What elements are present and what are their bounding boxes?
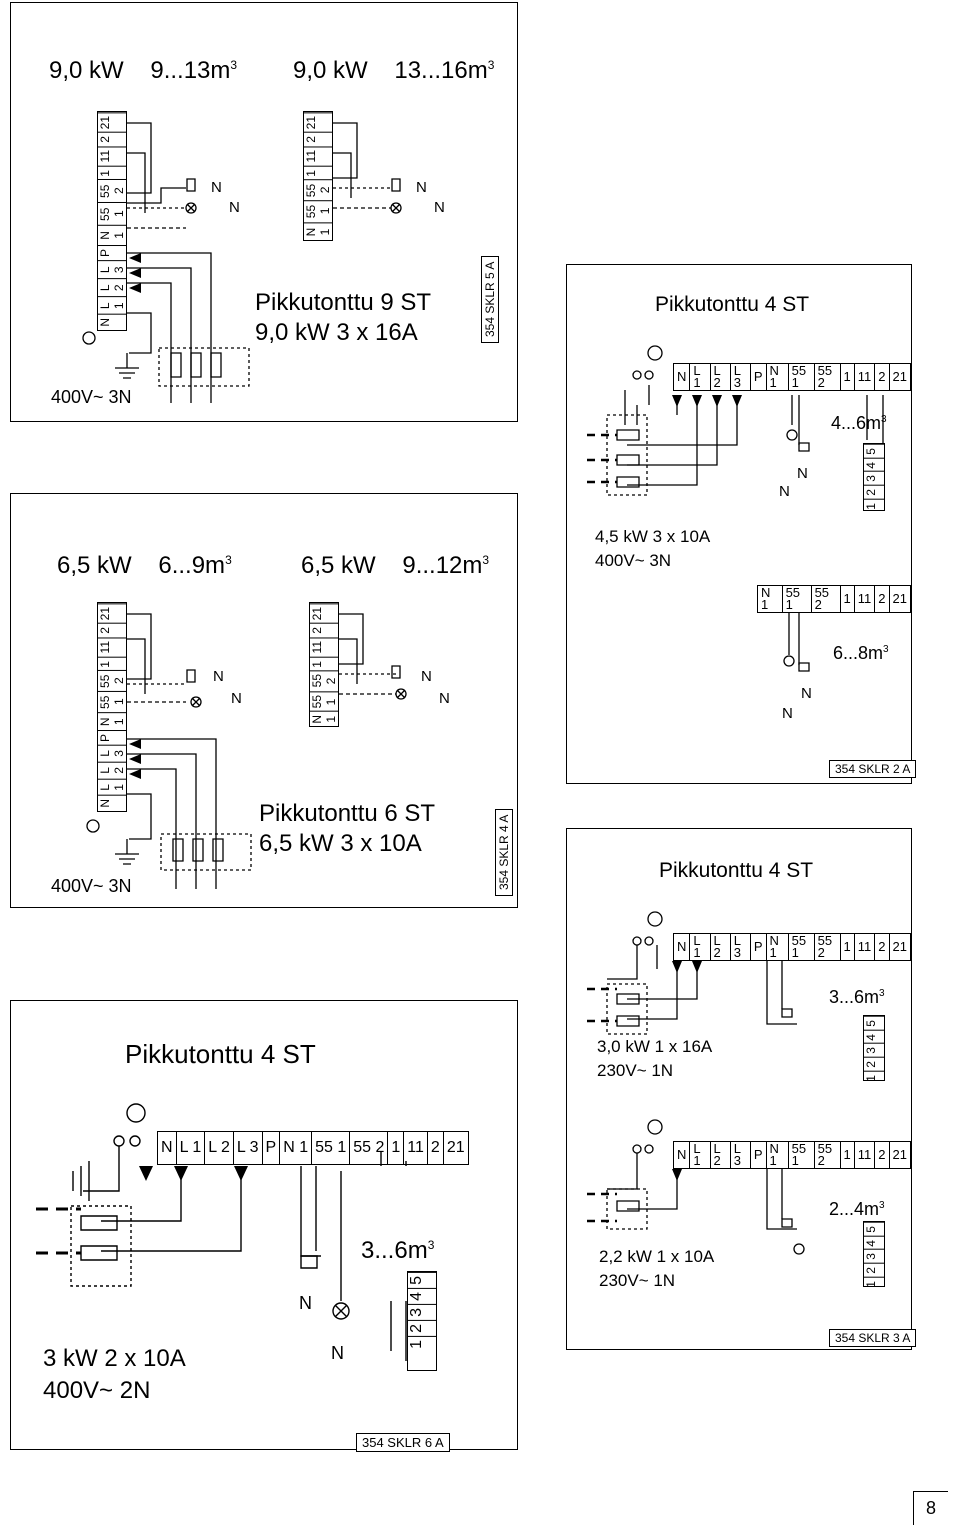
terminal-strip: N L 1 L 2 L 3 P N 1 55 1 55 2 1 11 2 21 bbox=[673, 363, 911, 391]
model-name: Pikkutonttu 4 ST bbox=[655, 293, 810, 316]
rating: 9,0 kW 3 x 16A bbox=[255, 319, 418, 346]
diagram-code: 354 SKLR 5 A bbox=[481, 255, 499, 343]
model-name: Pikkutonttu 4 ST bbox=[125, 1039, 316, 1069]
neutral-label: N bbox=[229, 199, 240, 216]
neutral-label: N bbox=[434, 199, 445, 216]
neutral-label: N bbox=[439, 690, 450, 707]
rating: 2,2 kW 1 x 10A bbox=[599, 1247, 715, 1266]
terminal-strip: N L 1 L 2 L 3 P N 1 55 1 55 2 1 11 2 21 bbox=[157, 1131, 469, 1165]
neutral-label: N bbox=[331, 1343, 344, 1363]
terminal-strip: N L 1 L 2 L 3 P N 1 55 1 55 2 1 11 2 21 bbox=[673, 933, 911, 961]
wiring-4st-b bbox=[567, 265, 913, 785]
supply-voltage: 230V~ 1N bbox=[599, 1271, 676, 1290]
panel-6-5kw: 6,5 kW 6...9m3 6,5 kW 9...12m3 21 2 11 1… bbox=[10, 493, 518, 908]
rating: 4,5 kW 3 x 10A bbox=[595, 527, 711, 546]
neutral-label: N bbox=[779, 483, 790, 500]
volume-3-6: 3...6m3 bbox=[829, 987, 885, 1007]
title-right: 9,0 kW 13...16m3 bbox=[293, 57, 495, 84]
supply-voltage: 400V~ 3N bbox=[595, 551, 672, 570]
supply-voltage: 230V~ 1N bbox=[597, 1061, 674, 1080]
model-name: Pikkutonttu 9 ST bbox=[255, 289, 432, 316]
diagram-code: 354 SKLR 4 A bbox=[495, 808, 513, 896]
page-number: 8 bbox=[912, 1491, 948, 1525]
neutral-label: N bbox=[421, 668, 432, 685]
volume-3-6: 3...6m3 bbox=[361, 1237, 435, 1264]
rating: 6,5 kW 3 x 10A bbox=[259, 830, 422, 857]
neutral-label: N bbox=[299, 1293, 312, 1313]
title-left: 9,0 kW 9...13m3 bbox=[49, 57, 238, 84]
panel-4st-4-5kw: Pikkutonttu 4 ST N L 1 L 2 L 3 P N 1 55 … bbox=[566, 264, 917, 785]
supply-voltage: 400V~ 3N bbox=[51, 876, 132, 896]
panel-9kw: 9,0 kW 9...13m3 9,0 kW 13...16m3 21 2 11… bbox=[10, 2, 518, 422]
terminal-strip-left: 21 2 11 1 55 2 55 1 N 1 P L 3 L 2 L 1 N bbox=[97, 602, 127, 812]
terminal-strip-right: 21 2 11 1 55 2 55 1 N 1 bbox=[303, 111, 333, 241]
wiring-6-5kw bbox=[11, 494, 519, 909]
supply-voltage: 400V~ 3N bbox=[51, 387, 132, 407]
neutral-label: N bbox=[231, 690, 242, 707]
model-name: Pikkutonttu 4 ST bbox=[659, 859, 814, 882]
neutral-label: N bbox=[213, 668, 224, 685]
neutral-label: N bbox=[416, 179, 427, 196]
neutral-label: N bbox=[797, 465, 808, 482]
wiring-9kw bbox=[11, 3, 519, 423]
volume-4-6: 4...6m3 bbox=[831, 413, 887, 433]
rating: 3,0 kW 1 x 16A bbox=[597, 1037, 713, 1056]
panel-4st-3kw-2n: Pikkutonttu 4 ST N L 1 L 2 L 3 P N 1 55 … bbox=[10, 1000, 519, 1452]
wiring-4st-a bbox=[567, 265, 913, 785]
diagram-code: 354 SKLR 6 A bbox=[356, 1433, 450, 1452]
supply-voltage: 400V~ 2N bbox=[43, 1377, 151, 1404]
neutral-label: N bbox=[782, 705, 793, 722]
title-left: 6,5 kW 6...9m3 bbox=[57, 552, 232, 579]
diagram-code: 354 SKLR 3 A bbox=[829, 1329, 917, 1347]
terminal-strip-2: N 1 55 1 55 2 1 11 2 21 bbox=[757, 585, 911, 613]
terminal-strip-2: N L 1 L 2 L 3 P N 1 55 1 55 2 1 11 2 21 bbox=[673, 1141, 911, 1169]
diagram-code: 354 SKLR 2 A bbox=[829, 760, 917, 778]
rating: 3 kW 2 x 10A bbox=[43, 1345, 186, 1372]
wiring-3kw-2n bbox=[11, 1001, 519, 1451]
neutral-label: N bbox=[211, 179, 222, 196]
wiring-4st-2-2kw bbox=[567, 829, 913, 1351]
volume-6-8: 6...8m3 bbox=[833, 643, 889, 663]
panel-4st-3kw: Pikkutonttu 4 ST N L 1 L 2 L 3 P N 1 55 … bbox=[566, 828, 917, 1351]
volume-2-4: 2...4m3 bbox=[829, 1199, 885, 1219]
terminal-strip-right: 21 2 11 1 55 2 55 1 N 1 bbox=[309, 602, 339, 727]
terminal-strip-left: 21 2 11 1 55 2 55 1 N 1 P L 3 L 2 L 1 N bbox=[97, 111, 127, 331]
wiring-4st-3kw bbox=[567, 829, 913, 1351]
model-name: Pikkutonttu 6 ST bbox=[259, 800, 436, 827]
title-right: 6,5 kW 9...12m3 bbox=[301, 552, 490, 579]
neutral-label: N bbox=[801, 685, 812, 702]
